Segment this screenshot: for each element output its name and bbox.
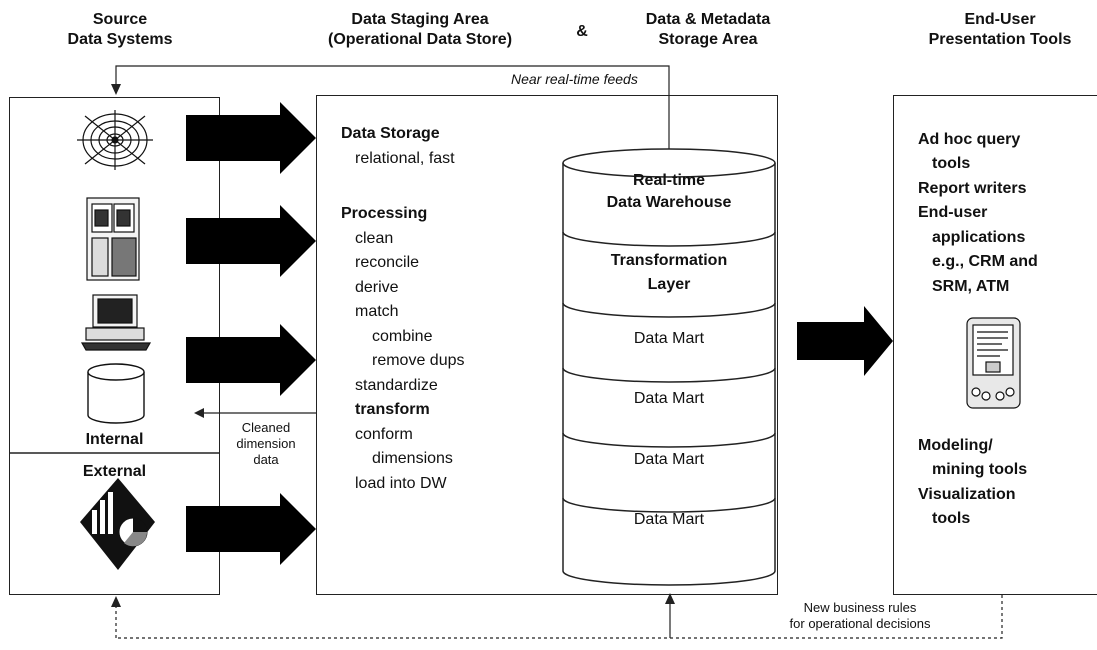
feed-arrows <box>186 102 893 565</box>
step-match: match <box>355 303 399 320</box>
tool-modeling: Modeling/ <box>918 437 993 454</box>
storage-desc: relational, fast <box>355 150 455 167</box>
data-mart-4: Data Mart <box>633 511 705 528</box>
header-storage: Data & Metadata Storage Area <box>645 11 771 48</box>
step-transform: transform <box>355 401 430 418</box>
tool-applications: applications <box>932 229 1026 246</box>
data-mart-1: Data Mart <box>633 330 705 347</box>
near-realtime-arrowhead <box>111 84 121 95</box>
header-ampersand: & <box>576 23 588 40</box>
step-reconcile: reconcile <box>355 254 420 271</box>
business-rules-label: New business rules for operational decis… <box>789 600 931 631</box>
business-rules-arrowhead-center <box>665 593 675 604</box>
database-icon <box>87 363 145 424</box>
header-staging: Data Staging Area (Operational Data Stor… <box>327 11 513 48</box>
warehouse-cylinder <box>562 148 776 586</box>
transformation-layer-label: Transformation Layer <box>610 252 728 293</box>
step-load: load into DW <box>355 475 447 492</box>
internal-label: Internal <box>85 431 144 448</box>
tool-srm: SRM, ATM <box>932 278 1010 295</box>
processing-title: Processing <box>341 205 428 222</box>
header-enduser: End-User Presentation Tools <box>928 11 1072 48</box>
step-standardize: standardize <box>355 377 438 394</box>
cleaned-dimension-label: Cleaned dimension data <box>236 420 296 467</box>
server-icon <box>86 197 140 281</box>
step-remove-dups: remove dups <box>372 352 465 369</box>
business-rules-arrowhead-left <box>111 596 121 607</box>
storage-title: Data Storage <box>341 125 440 142</box>
step-combine: combine <box>372 328 433 345</box>
tool-enduser: End-user <box>918 204 988 221</box>
header-source: Source Data Systems <box>67 11 173 48</box>
desktop-computer-icon <box>80 294 152 351</box>
feed-arrow-1 <box>186 102 316 174</box>
output-arrow <box>797 306 893 376</box>
step-derive: derive <box>355 279 399 296</box>
tool-adhoc: Ad hoc query <box>918 131 1021 148</box>
data-mart-3: Data Mart <box>633 451 705 468</box>
feed-arrow-4 <box>186 493 316 565</box>
web-icon <box>77 110 153 170</box>
warehouse-label: Real-time Data Warehouse <box>606 172 732 211</box>
feed-arrow-3 <box>186 324 316 396</box>
step-conform: conform <box>355 426 413 443</box>
feed-arrow-2 <box>186 205 316 277</box>
external-label: External <box>82 463 147 480</box>
tool-report: Report writers <box>918 180 1027 197</box>
near-realtime-line <box>115 65 670 183</box>
near-realtime-label: Near real-time feeds <box>511 71 638 87</box>
tool-visualization: Visualization <box>918 486 1016 503</box>
business-rules-lines <box>115 595 1003 639</box>
step-dimensions: dimensions <box>372 450 453 467</box>
tool-eg: e.g., CRM and <box>932 253 1038 270</box>
tool-mining: mining tools <box>932 461 1028 478</box>
cleaned-data-arrowhead <box>194 408 204 418</box>
chart-icon <box>80 478 155 570</box>
pda-icon <box>966 317 1021 409</box>
step-clean: clean <box>355 230 394 247</box>
tool-visualization-2: tools <box>932 510 971 527</box>
tool-adhoc-2: tools <box>932 155 971 172</box>
data-mart-2: Data Mart <box>633 390 705 407</box>
